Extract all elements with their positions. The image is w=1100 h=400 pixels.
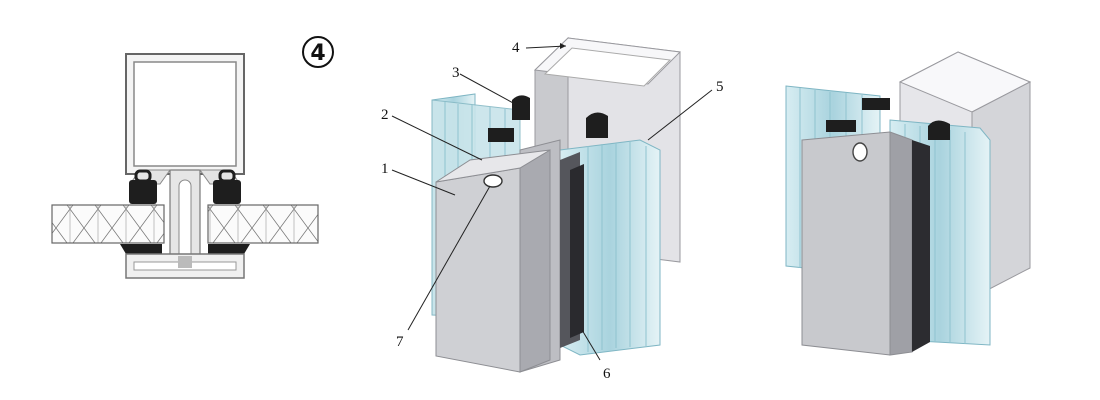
upper-gasket-right <box>213 169 241 204</box>
callout-5: 5 <box>716 79 724 95</box>
step-number: 4 <box>310 41 325 66</box>
isometric-assembly <box>431 36 682 373</box>
callout-3: 3 <box>452 65 460 81</box>
callout-7: 7 <box>396 334 404 350</box>
callout-2: 2 <box>381 107 389 123</box>
cross-section-drawing <box>51 53 319 279</box>
callouts: 1 2 3 4 5 6 7 <box>381 40 724 382</box>
step-badge: 4 <box>302 36 334 68</box>
callout-4: 4 <box>512 40 520 56</box>
isometric-view-right <box>785 51 1032 356</box>
callout-1: 1 <box>381 161 389 177</box>
upper-gasket-left <box>129 169 157 204</box>
callout-6: 6 <box>603 366 611 382</box>
